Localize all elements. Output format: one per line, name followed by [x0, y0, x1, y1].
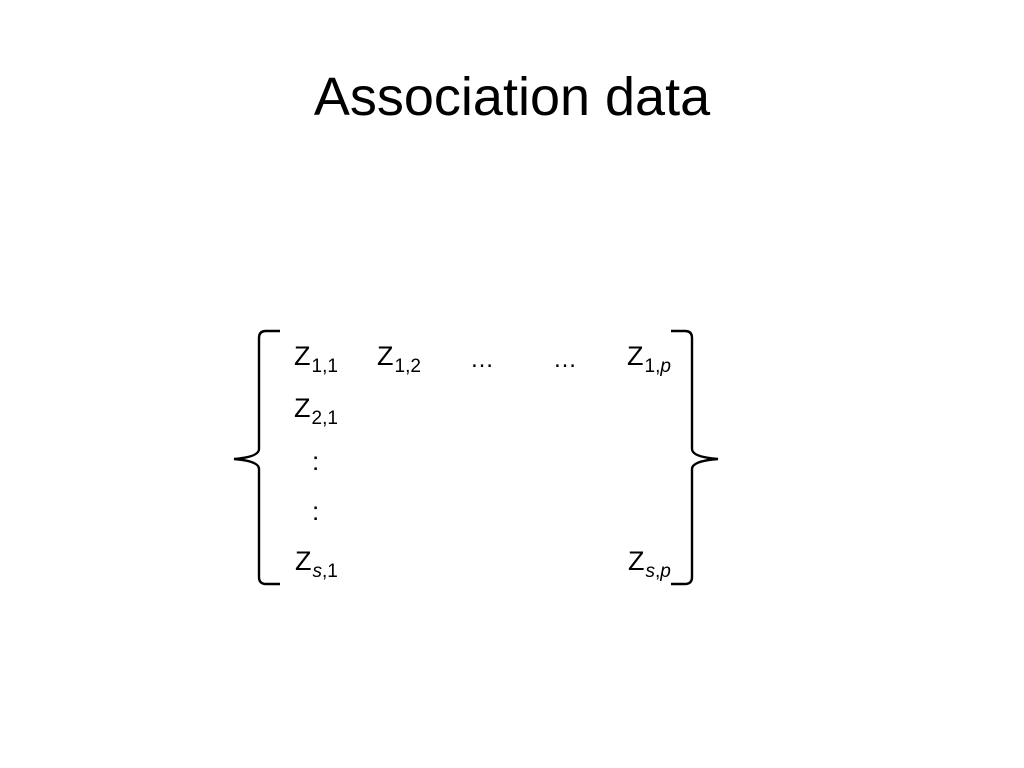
- subscript-sep: ,: [405, 356, 411, 377]
- matrix-cell-1-p: Z1,p: [627, 340, 671, 377]
- z-symbol: Z: [377, 341, 394, 371]
- z-symbol: Z: [295, 546, 312, 576]
- subscript-col: 1: [327, 356, 338, 377]
- z-symbol: Z: [294, 393, 311, 423]
- matrix-cell-s-p: Zs,p: [628, 545, 671, 582]
- subscript-sep: ,: [322, 408, 328, 429]
- left-brace: [233, 329, 280, 586]
- subscript-sep: ,: [655, 561, 661, 582]
- subscript-col: 1: [327, 408, 338, 429]
- subscript-sep: ,: [322, 356, 328, 377]
- subscript: 1,1: [312, 356, 338, 377]
- subscript-row: 1: [644, 356, 656, 377]
- column-vdots-2: :: [312, 496, 320, 526]
- subscript-col: p: [660, 561, 671, 582]
- subscript-col: p: [660, 356, 671, 377]
- matrix-cell-2-1: Z2,1: [294, 392, 338, 429]
- z-symbol: Z: [628, 546, 645, 576]
- subscript-sep: ,: [322, 561, 328, 582]
- subscript-sep: ,: [655, 356, 661, 377]
- subscript-row: 1: [394, 356, 406, 377]
- subscript: 1,2: [395, 356, 421, 377]
- subscript: 2,1: [312, 408, 338, 429]
- subscript-row: 2: [311, 408, 323, 429]
- matrix-cell-1-1: Z1,1: [294, 340, 338, 377]
- z-symbol: Z: [627, 341, 644, 371]
- column-vdots-1: :: [312, 446, 320, 476]
- right-brace: [671, 329, 719, 586]
- subscript-col: 1: [327, 561, 338, 582]
- subscript-col: 2: [410, 356, 421, 377]
- subscript: 1,p: [645, 356, 671, 377]
- row1-ellipsis-a: …: [470, 346, 494, 373]
- z-symbol: Z: [294, 341, 311, 371]
- subscript-row: 1: [311, 356, 323, 377]
- subscript: s,p: [646, 561, 671, 582]
- matrix-cell-s-1: Zs,1: [295, 545, 338, 582]
- row1-ellipsis-b: …: [553, 346, 577, 373]
- slide-title: Association data: [313, 67, 711, 127]
- subscript-row: s: [645, 561, 656, 582]
- matrix-brackets: [233, 329, 719, 586]
- subscript-row: s: [312, 561, 323, 582]
- matrix-cell-1-2: Z1,2: [377, 340, 421, 377]
- subscript: s,1: [313, 561, 338, 582]
